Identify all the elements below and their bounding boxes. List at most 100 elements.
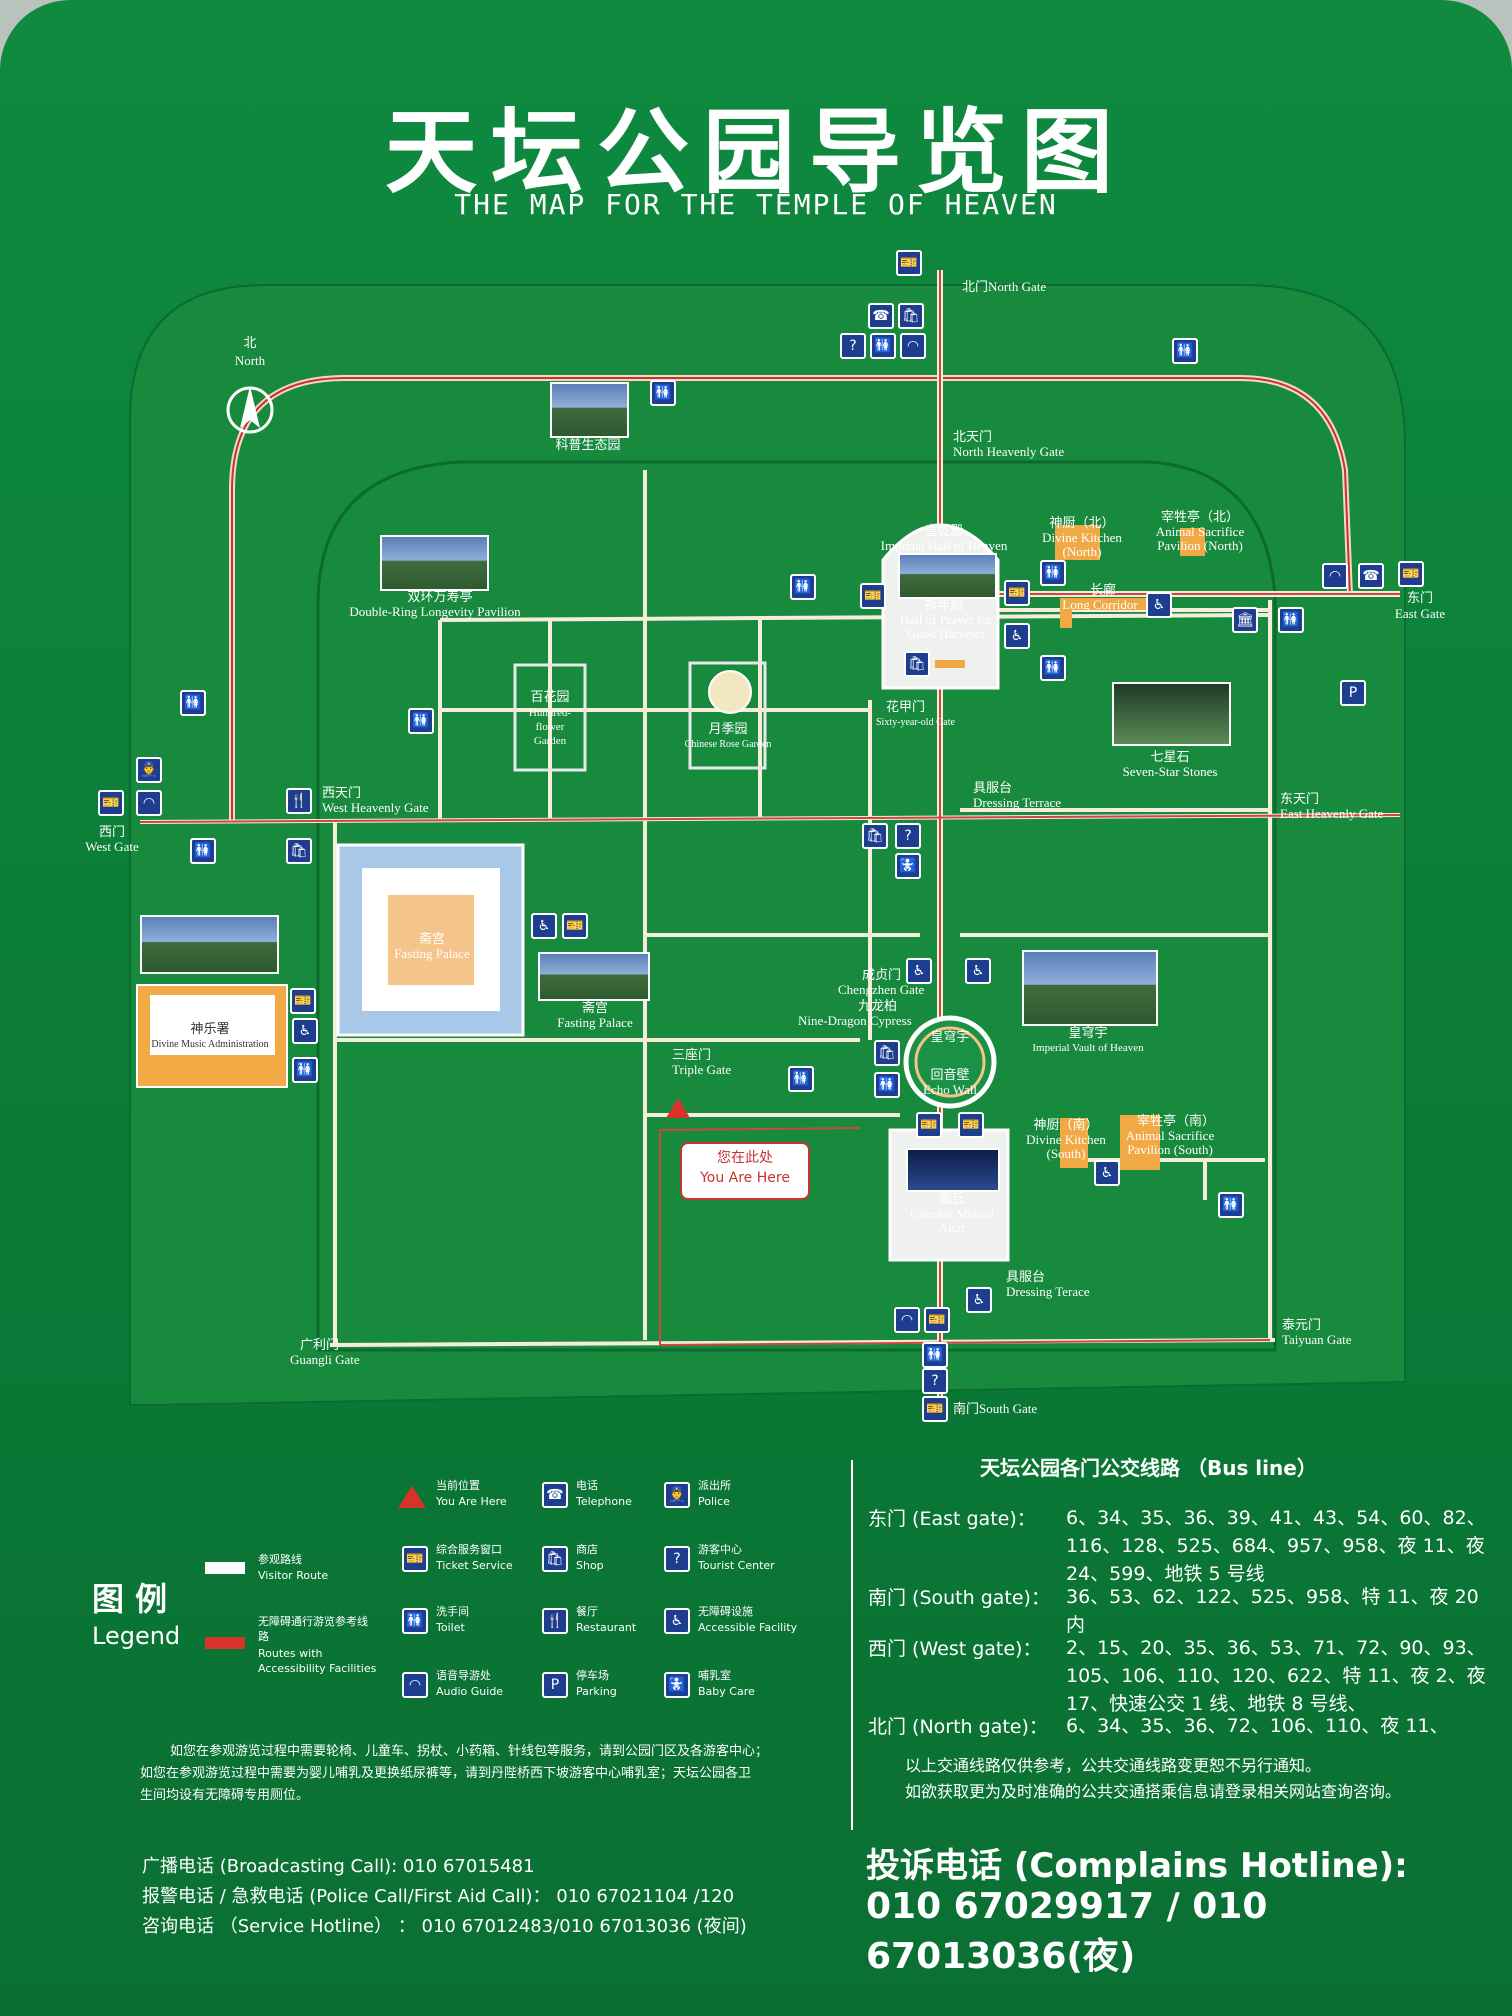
fasting-palace-photo-cn: 斋宫 <box>581 1000 609 1015</box>
divine-music-cn: 神乐署 <box>190 1021 230 1036</box>
imperial-vault-photo <box>1022 950 1158 1026</box>
legend-note-1: 如您在参观游览过程中需要轮椅、儿童车、拐杖、小药箱、针线包等服务，请到公园门区及… <box>170 1744 769 1759</box>
legend-item-label-cn: 当前位置 <box>436 1479 480 1492</box>
shop-icon: 🛍 <box>286 838 312 864</box>
fasting-palace-cn: 斋宫 <box>418 931 446 946</box>
imperial-vault-en: Imperial Vault of Heaven <box>1032 1042 1144 1054</box>
legend-accessible-en: Routes with Accessibility Facilities <box>258 1647 377 1675</box>
legend-note-2: 如您在参观游览过程中需要为婴儿哺乳及更换纸尿裤等，请到丹陛桥西下坡游客中心哺乳室… <box>140 1766 752 1781</box>
triple-gate-cn: 三座门 <box>672 1047 712 1062</box>
legend-item-label-en: Parking <box>576 1685 617 1698</box>
bus-gate-label: 东门 (East gate)： <box>868 1508 1036 1530</box>
chengzhen-gate-cn: 成贞门 <box>862 967 902 982</box>
east-heavenly-gate-en: East Heavenly Gate <box>1280 806 1384 821</box>
telephone-icon: ☎ <box>1358 563 1384 589</box>
bus-routes: 36、53、62、122、525、958、特 11、夜 20 内 <box>1066 1586 1479 1636</box>
service-phone: 咨询电话 （Service Hotline） ： 010 67012483/01… <box>142 1916 747 1937</box>
dressing-terrace-cn: 具服台 <box>973 780 1013 795</box>
west-heavenly-gate-cn: 西天门 <box>322 785 362 800</box>
bus-gate-label: 南门 (South gate)： <box>868 1587 1050 1609</box>
wheelchair-icon: ♿ <box>1004 623 1030 649</box>
wheelchair-icon: ♿ <box>966 1287 992 1313</box>
shop-icon: 🛍 <box>904 651 930 677</box>
circular-mound-en: Circular Mound Altar <box>910 1206 994 1235</box>
prayer-hall-en: Hall of Prayer for Good Harvests <box>899 612 993 641</box>
legend-item-label-en: Police <box>698 1495 730 1508</box>
bus-routes: 6、34、35、36、39、41、43、54、60、82、116、128、525… <box>1066 1507 1486 1585</box>
circular-mound-cn: 圜丘 <box>938 1191 966 1206</box>
sacrifice-south-cn: 宰牲亭（南） <box>1136 1113 1216 1128</box>
sacrifice-south-en: Animal Sacrifice Pavilion (South) <box>1125 1128 1215 1157</box>
restaurant-icon: 🍴 <box>542 1608 568 1634</box>
ticket-icon: 🎫 <box>860 583 886 609</box>
echo-wall <box>903 1015 997 1109</box>
north-gate-label: 北门North Gate <box>962 279 1047 294</box>
divine-music-en: Divine Music Administration <box>151 1039 269 1050</box>
legend-title-en: Legend <box>92 1622 181 1650</box>
telephone-icon: ☎ <box>542 1482 568 1508</box>
baby-care-icon: 🚼 <box>895 853 921 879</box>
echo-wall-en: Echo Wall <box>923 1082 977 1097</box>
complaint-hotline-label: 投诉电话 (Complains Hotline): <box>866 1846 1408 1886</box>
shop-icon: 🛍 <box>874 1040 900 1066</box>
double-ring-cn: 双环万寿亭 <box>407 589 473 604</box>
ticket-icon: 🎫 <box>924 1307 950 1333</box>
wheelchair-icon: ♿ <box>1094 1160 1120 1186</box>
wheelchair-icon: ♿ <box>664 1608 690 1634</box>
toilet-icon: 🚻 <box>1218 1192 1244 1218</box>
legend-item-label-en: Toilet <box>436 1621 465 1634</box>
toilet-icon: 🚻 <box>408 708 434 734</box>
compass-icon <box>226 386 274 434</box>
bus-routes: 6、34、35、36、72、106、110、夜 11、 <box>1066 1715 1449 1737</box>
toilet-icon: 🚻 <box>788 1066 814 1092</box>
bus-routes: 2、15、20、35、36、53、71、72、90、93、105、106、110… <box>1066 1637 1486 1715</box>
legend-item-label-cn: 语音导游处 <box>436 1669 491 1682</box>
sacrifice-north-cn: 宰牲亭（北） <box>1160 509 1240 524</box>
taiyuan-gate-en: Taiyuan Gate <box>1282 1332 1352 1347</box>
inner-wall <box>316 460 1277 1352</box>
you-are-here-cn: 您在此处 <box>717 1150 773 1166</box>
south-gate-label: 南门South Gate <box>953 1401 1038 1416</box>
nine-dragon-cn: 九龙柏 <box>858 998 898 1013</box>
bus-note-1: 以上交通线路仅供参考，公共交通线路变更恕不另行通知。 <box>905 1756 1322 1775</box>
legend-you-are-here-icon <box>398 1486 426 1508</box>
dressing-terrace-en: Dressing Terrace <box>973 795 1062 810</box>
rose-garden-cn: 月季园 <box>708 721 748 736</box>
east-gate-en: East Gate <box>1394 606 1446 621</box>
bus-gate-label: 西门 (West gate)： <box>868 1638 1042 1660</box>
ticket-icon: 🎫 <box>958 1112 984 1138</box>
toilet-icon: 🚻 <box>1040 655 1066 681</box>
toilet-icon: 🚻 <box>292 1057 318 1083</box>
hundred-flower-en: Hundred-flower Garden <box>528 707 572 747</box>
complaint-hotline-numbers: 010 67029917 / 010 67013036(夜) <box>866 1886 1268 1977</box>
broadcast-phone: 广播电话 (Broadcasting Call): 010 67015481 <box>142 1856 535 1877</box>
parking-icon: P <box>542 1672 568 1698</box>
toilet-icon: 🚻 <box>1040 560 1066 586</box>
double-ring-photo <box>380 535 489 591</box>
wheelchair-icon: ♿ <box>965 958 991 984</box>
east-heavenly-gate-cn: 东天门 <box>1280 791 1320 806</box>
north-heavenly-gate-en: North Heavenly Gate <box>953 444 1065 459</box>
seven-star-en: Seven-Star Stones <box>1122 764 1218 779</box>
legend-visitor-route-cn: 参观路线 <box>258 1553 302 1566</box>
double-ring-en: Double-Ring Longevity Pavilion <box>349 604 521 619</box>
shop-icon: 🛍 <box>862 823 888 849</box>
sacrifice-north-en: Animal Sacrifice Pavilion (North) <box>1155 524 1245 553</box>
audio-guide-icon: ◠ <box>1322 563 1348 589</box>
parking-icon: P <box>1340 680 1366 706</box>
fasting-palace-en: Fasting Palace <box>394 946 470 961</box>
shop-icon: 🛍 <box>898 303 924 329</box>
science-garden-photo <box>550 382 629 438</box>
baby-care-icon: 🚼 <box>664 1672 690 1698</box>
legend-item-label-cn: 餐厅 <box>576 1605 598 1618</box>
toilet-icon: 🚻 <box>1172 338 1198 364</box>
restaurant-icon: 🍴 <box>286 788 312 814</box>
ticket-icon: 🎫 <box>290 988 316 1014</box>
wheelchair-icon: ♿ <box>1146 592 1172 618</box>
rose-photo <box>708 670 752 714</box>
dressing-terrace-south-cn: 具服台 <box>1006 1269 1046 1284</box>
science-garden-label: 科普生态园 <box>555 437 621 452</box>
ticket-icon: 🎫 <box>922 1396 948 1422</box>
triple-gate-en: Triple Gate <box>672 1062 732 1077</box>
